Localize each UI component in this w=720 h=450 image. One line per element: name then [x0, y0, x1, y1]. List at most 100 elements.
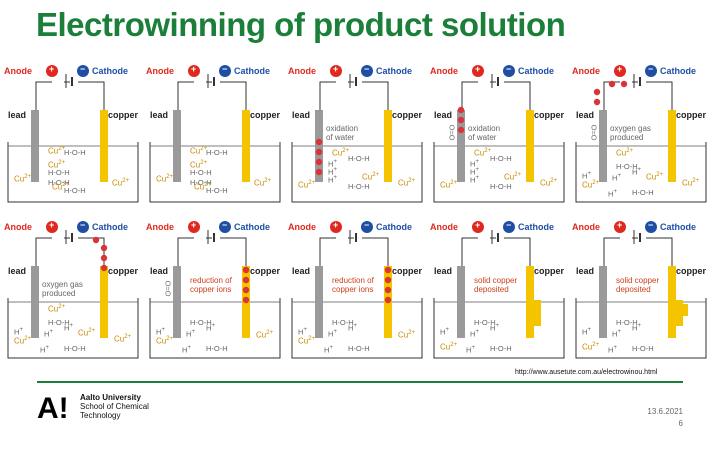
wire-cathode	[220, 237, 247, 266]
cathode-label: Cathode	[92, 66, 128, 76]
plus-sign: +	[49, 64, 55, 74]
cu-symbol: Cu	[156, 336, 167, 346]
water-molecule: H-O-H	[206, 344, 228, 353]
h-charge: +	[617, 328, 622, 335]
h-charge: +	[475, 174, 480, 181]
copper-electrode	[668, 266, 676, 338]
anode-label: Anode	[146, 66, 174, 76]
cu-charge: 2+	[122, 178, 130, 184]
cu-charge: 2+	[656, 172, 664, 178]
copper-label: copper	[108, 110, 139, 120]
cathode-terminal	[645, 221, 657, 233]
cu-symbol: Cu	[78, 328, 89, 338]
minus-sign: −	[648, 220, 654, 230]
lead-label: lead	[434, 266, 453, 276]
footer-divider	[37, 381, 683, 383]
minus-sign: −	[364, 64, 370, 74]
h-symbol: H	[182, 345, 188, 355]
cu-symbol: Cu	[682, 178, 693, 188]
electron-dot	[92, 236, 100, 244]
cathode-terminal	[361, 65, 373, 77]
cu-symbol: Cu	[582, 180, 593, 190]
electron-dot	[457, 126, 465, 134]
h-symbol: H	[40, 345, 46, 355]
cu-symbol: Cu	[332, 148, 343, 158]
anode-label: Anode	[288, 222, 316, 232]
cu2-ion: Cu2+	[332, 148, 349, 158]
hydrogen-ion: H+	[328, 174, 337, 185]
h-symbol: H	[186, 329, 192, 339]
wire-cathode	[362, 81, 389, 110]
lead-label: lead	[576, 110, 595, 120]
minus-sign: −	[506, 64, 512, 74]
wire-cathode	[646, 81, 673, 110]
electron-dot	[608, 80, 616, 88]
h-symbol: H	[440, 327, 446, 337]
copper-label: copper	[250, 110, 281, 120]
cu-charge: 2+	[592, 342, 600, 348]
h-symbol: H	[328, 329, 334, 339]
cell-drawing	[575, 65, 707, 203]
water-molecule: H-O-H	[632, 188, 654, 197]
h-symbol: H	[582, 327, 588, 337]
wire-anode	[35, 237, 52, 266]
water-molecule: H-O-H	[190, 318, 212, 327]
process-note: solid copper deposited	[616, 276, 660, 294]
electron-dot	[384, 286, 392, 294]
cu-charge: 2+	[692, 178, 700, 184]
copper-electrode	[100, 110, 108, 182]
cu2-ion: Cu2+	[48, 146, 65, 156]
cu2-ion: Cu2+	[474, 148, 491, 158]
lead-electrode	[599, 266, 607, 338]
cu-charge: 2+	[308, 336, 316, 342]
cell-drawing	[433, 65, 565, 203]
cu-symbol: Cu	[398, 330, 409, 340]
slide-date: 13.6.2021	[647, 407, 683, 416]
cu2-ion: Cu2+	[156, 174, 173, 184]
lead-label: lead	[8, 266, 27, 276]
electron-dot	[242, 276, 250, 284]
wire-anode	[177, 81, 194, 110]
electron-dot	[100, 244, 108, 252]
h-symbol: H	[14, 327, 20, 337]
cathode-terminal	[645, 65, 657, 77]
h-symbol: H	[44, 329, 50, 339]
electron-dot	[100, 264, 108, 272]
beaker	[575, 142, 707, 203]
electron-dot	[457, 116, 465, 124]
water-molecule: H-O-H	[64, 148, 86, 157]
lead-label: lead	[150, 266, 169, 276]
cu-symbol: Cu	[190, 160, 201, 170]
anode-label: Anode	[146, 222, 174, 232]
electron-dot	[384, 276, 392, 284]
cu2-ion: Cu2+	[582, 342, 599, 352]
cu2-ion: Cu2+	[298, 336, 315, 346]
plus-sign: +	[191, 64, 197, 74]
water-molecule: H-O-H	[348, 154, 370, 163]
cathode-terminal	[77, 65, 89, 77]
plus-sign: +	[617, 64, 623, 74]
anode-terminal	[330, 65, 342, 77]
water-molecule: H-O-H	[490, 154, 512, 163]
cu-symbol: Cu	[298, 180, 309, 190]
h-charge: +	[445, 326, 450, 333]
cu2-ion: Cu2+	[440, 342, 457, 352]
cu-symbol: Cu	[504, 172, 515, 182]
source-url[interactable]: http://www.ausetute.com.au/electrowinou.…	[515, 369, 658, 376]
wire-anode	[603, 237, 620, 266]
water-molecule: H-O-H	[48, 168, 70, 177]
water-molecule: H-O-H	[206, 186, 228, 195]
cu2-ion: Cu2+	[298, 180, 315, 190]
copper-electrode	[668, 110, 676, 182]
hydrogen-ion: H+	[612, 172, 621, 183]
h-charge: +	[587, 326, 592, 333]
h-symbol: H	[608, 345, 614, 355]
cu2-ion: Cu2+	[646, 172, 663, 182]
cell-drawing	[291, 65, 423, 203]
lead-electrode	[31, 266, 39, 338]
hydrogen-ion: H+	[328, 166, 337, 177]
h-symbol: H	[466, 345, 472, 355]
